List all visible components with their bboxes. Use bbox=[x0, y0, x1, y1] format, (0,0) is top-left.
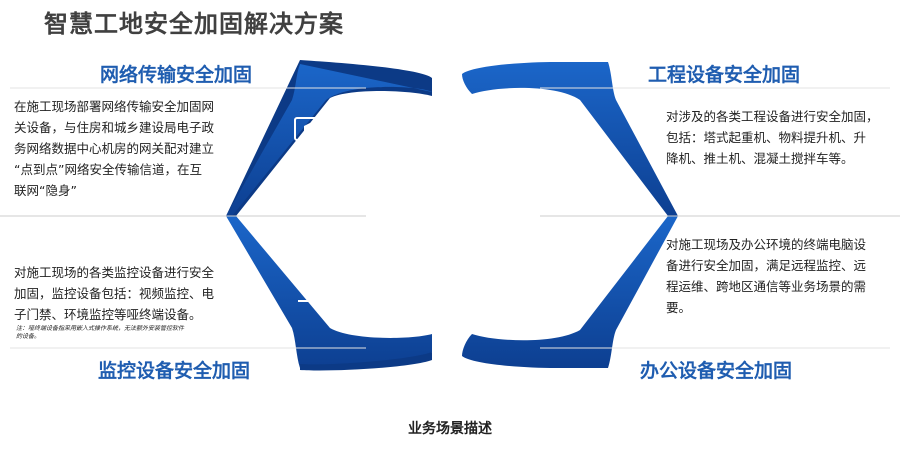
ribbon-bottom-left bbox=[226, 216, 432, 371]
monitoring-note-line: 的设备。 bbox=[16, 333, 41, 340]
diagram-caption: 业务场景描述 bbox=[408, 421, 492, 437]
ribbon-top-left bbox=[226, 60, 432, 216]
page-title: 智慧工地安全加固解决方案 bbox=[44, 10, 344, 38]
ribbon-bottom-right bbox=[462, 216, 678, 368]
monitoring-desc-line: 子门禁、环境监控等哑终端设备。 bbox=[14, 307, 202, 322]
network-desc-line: 务网络数据中心机房的网关配对建立 bbox=[14, 141, 215, 156]
engineering-desc-line: 包括：塔式起重机、物料提升机、升 bbox=[666, 130, 867, 145]
monitoring-desc-line: 对施工现场的各类监控设备进行安全 bbox=[14, 265, 215, 280]
monitoring-section-desc: 对施工现场的各类监控设备进行安全 加固，监控设备包括：视频监控、电 子门禁、环境… bbox=[14, 262, 246, 325]
engineering-section-desc: 对涉及的各类工程设备进行安全加固， 包括：塔式起重机、物料提升机、升 降机、推土… bbox=[666, 106, 896, 169]
monitoring-note-line: 注：哑终端设备指采用嵌入式操作系统，无法额外安装管控软件 bbox=[16, 325, 185, 332]
monitoring-note: 注：哑终端设备指采用嵌入式操作系统，无法额外安装管控软件 的设备。 bbox=[16, 325, 256, 341]
monitoring-section-title: 监控设备安全加固 bbox=[98, 360, 251, 382]
office-section-desc: 对施工现场及办公环境的终端电脑设 备进行安全加固，满足远程监控、远 程运维、跨地… bbox=[666, 234, 896, 318]
monitor-cube-icon bbox=[294, 117, 326, 147]
office-desc-line: 对施工现场及办公环境的终端电脑设 bbox=[666, 237, 867, 252]
engineering-desc-line: 降机、推土机、混凝土搅拌车等。 bbox=[666, 151, 854, 166]
medical-clipboard-icon bbox=[563, 119, 592, 151]
engineering-desc-line: 对涉及的各类工程设备进行安全加固， bbox=[666, 109, 879, 124]
office-section-title: 办公设备安全加固 bbox=[640, 360, 793, 382]
engineering-section-title: 工程设备安全加固 bbox=[648, 64, 801, 86]
office-desc-line: 程运维、跨地区通信等业务场景的需 bbox=[666, 279, 867, 294]
office-desc-line: 备进行安全加固，满足远程监控、远 bbox=[666, 258, 867, 273]
network-section-desc: 在施工现场部署网络传输安全加固网 关设备，与住房和城乡建设局电子政 务网络数据中… bbox=[14, 96, 244, 201]
office-desc-line: 要。 bbox=[666, 300, 692, 315]
network-section-title: 网络传输安全加固 bbox=[100, 64, 253, 86]
network-desc-line: 关设备，与住房和城乡建设局电子政 bbox=[14, 120, 215, 135]
network-desc-line: “点到点”网络安全传输信道，在互 bbox=[14, 162, 202, 177]
ribbon-top-right bbox=[462, 62, 678, 216]
network-desc-line: 联网“隐身” bbox=[14, 183, 77, 198]
lab-flask-icon bbox=[298, 271, 332, 302]
network-desc-line: 在施工现场部署网络传输安全加固网 bbox=[14, 99, 215, 114]
drip-bag-icon bbox=[573, 268, 593, 304]
monitoring-desc-line: 加固，监控设备包括：视频监控、电 bbox=[14, 286, 215, 301]
